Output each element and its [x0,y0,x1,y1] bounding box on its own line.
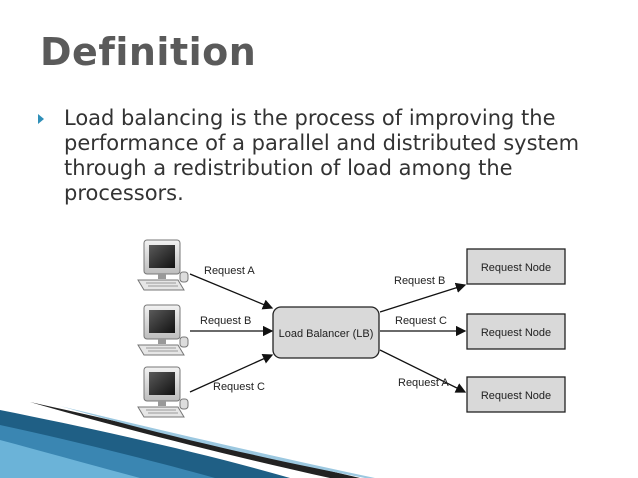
client-request-label: Request A [204,265,255,277]
load-balancer-label: Load Balancer (LB) [279,328,374,340]
slide-title: Definition [40,30,257,74]
request-arrow [379,349,467,393]
node-request-label: Request B [394,275,445,287]
bullet-text: Load balancing is the process of improvi… [64,106,580,205]
decorative-corner-swoosh [0,402,375,478]
client-computer-icon [137,304,189,356]
client-computer-icon [137,366,189,418]
request-arrow [379,282,467,313]
request-node-label: Request Node [481,262,551,274]
client-request-label: Request C [213,381,265,393]
client-request-label: Request B [200,315,251,327]
request-node-label: Request Node [481,327,551,339]
node-request-label: Request C [395,315,447,327]
client-computer-icon [137,239,189,291]
node-request-label: Request A [398,377,449,389]
request-node-label: Request Node [481,390,551,402]
load-balancer-box [272,306,380,359]
request-arrow [189,354,274,393]
request-arrow [189,273,274,310]
request-node-box [466,313,566,350]
bullet-triangle-icon [38,114,44,124]
request-node-box [466,376,566,413]
request-node-box [466,248,566,285]
